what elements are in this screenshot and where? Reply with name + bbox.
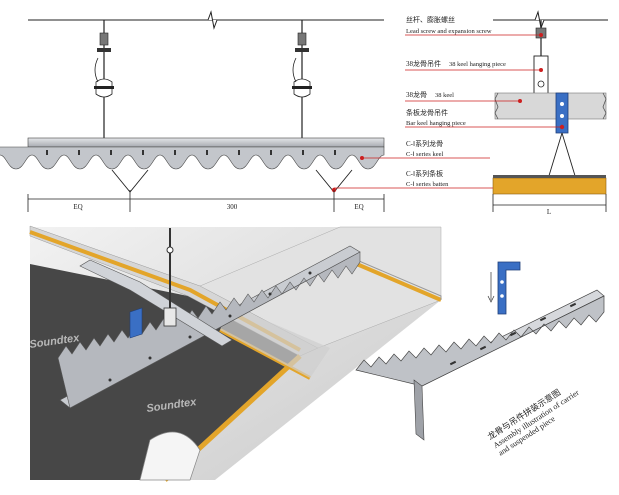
c1-keel-elevation — [0, 137, 385, 193]
keel38-bar — [494, 92, 607, 120]
dimension-line: EQ 300 EQ — [27, 190, 385, 212]
callout-labels: 丝杆、膨胀螺丝 Lead screw and expansion screw 3… — [334, 15, 562, 189]
label-keel38-hanging: 38龙骨吊件 38 keel hanging piece — [406, 53, 506, 70]
label-keel38: 38龙骨 38 keel — [406, 84, 454, 101]
assembly-caption-en-1: Assembly illustration of carrier — [492, 388, 581, 450]
hanger-right — [292, 20, 312, 138]
dim-eq-right: EQ — [354, 203, 363, 211]
isometric-view: Soundtex Soundtex — [29, 225, 442, 482]
bar-keel-hanging-piece — [555, 92, 569, 134]
label-bar-keel-hanging-en: Bar keel hanging piece — [406, 120, 466, 127]
assembly-caption: 龙骨与吊件拼装示意图 Assembly illustration of carr… — [486, 387, 581, 458]
label-c1-batten-zh: C-Ⅰ系列条板 — [406, 169, 443, 178]
elevation-section: EQ 300 EQ — [0, 10, 385, 212]
side-section: L — [492, 10, 608, 216]
label-keel38-hanging-en: 38 keel hanging piece — [449, 61, 506, 68]
label-keel38-en: 38 keel — [435, 92, 454, 99]
label-c1-batten-en: C-Ⅰ series batten — [406, 181, 449, 188]
keel38-3d — [79, 259, 233, 347]
batten-panel-dark — [30, 264, 300, 480]
c1-keel-assembly — [355, 295, 605, 387]
label-c1-keel-zh: C-Ⅰ系列龙骨 — [406, 139, 443, 148]
label-lead-screw-en: Lead screw and expansion screw — [406, 28, 492, 35]
label-lead-screw-zh: 丝杆、膨胀螺丝 — [406, 15, 455, 24]
dim-300: 300 — [227, 203, 238, 211]
peeled-corner — [139, 431, 201, 481]
c1-batten-section — [492, 177, 607, 195]
dim-l: L — [547, 208, 551, 216]
dim-eq-left: EQ — [73, 203, 82, 211]
hanger-left — [94, 20, 114, 138]
break-mark — [207, 10, 218, 30]
batten-gold-edge-3 — [351, 260, 442, 302]
label-bar-keel-hanging-zh: 条板龙骨吊件 — [406, 108, 448, 117]
suspended-piece-blue — [497, 261, 521, 315]
blue-hanger-3d — [129, 307, 143, 339]
label-keel38-hanging-zh: 38龙骨吊件 — [406, 59, 441, 68]
label-keel38-zh: 38龙骨 — [406, 90, 427, 99]
label-c1-keel-en: C-Ⅰ series keel — [406, 151, 443, 158]
